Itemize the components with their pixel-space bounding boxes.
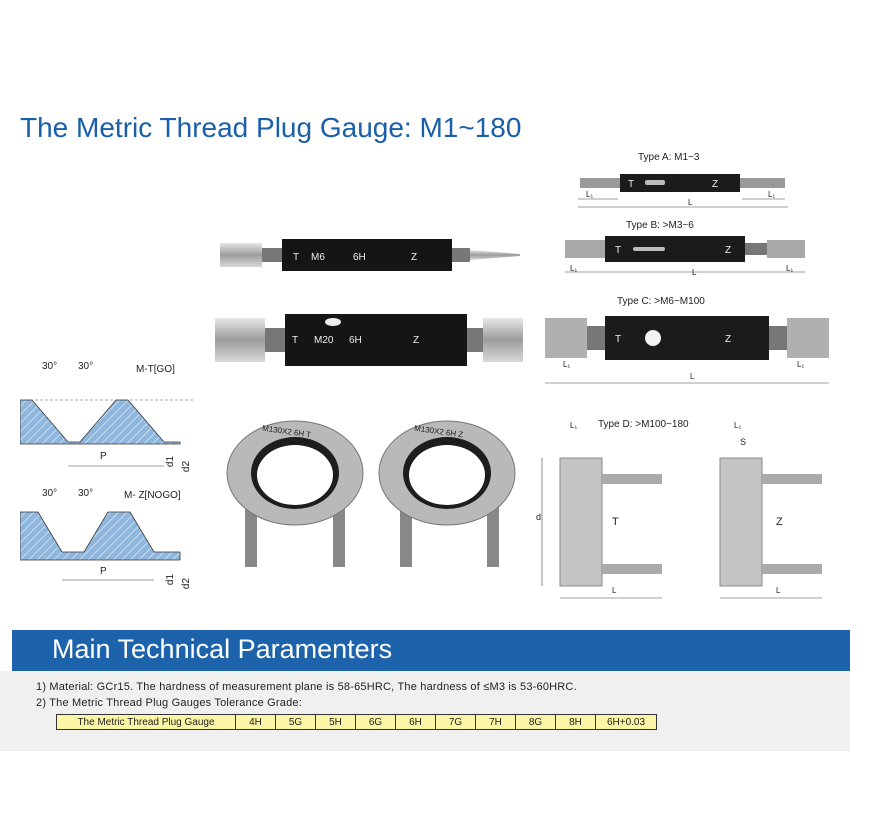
table-cell-grade: 6G (355, 714, 396, 730)
table-cell-grade: 5G (275, 714, 316, 730)
type-b-l1-left: L₁ (570, 264, 578, 273)
type-a-body (620, 174, 740, 192)
table-cell-grade: 6H (395, 714, 436, 730)
type-d-d: d (536, 512, 542, 522)
param-line-1: 1) Material: GCr15. The hardness of meas… (36, 681, 577, 693)
type-c-label: Type C: >M6~M100 (617, 296, 705, 307)
go-pitch: P (100, 451, 107, 462)
table-cell-grade: 5H (315, 714, 356, 730)
svg-text:T: T (615, 334, 621, 345)
m6-gauge-photo (220, 239, 520, 271)
go-angle-right: 30° (78, 361, 94, 372)
type-d-l1-right: L₁ (734, 421, 742, 430)
type-c-thread-right (787, 318, 829, 358)
nogo-pitch: P (100, 566, 107, 577)
table-cell-grade: 7G (435, 714, 476, 730)
svg-text:Z: Z (712, 179, 718, 190)
type-b-l1-right: L₁ (786, 264, 794, 273)
table-cell-grade: 8G (515, 714, 556, 730)
type-a-drawing: T Z (578, 174, 788, 208)
go-d2: d2 (181, 460, 193, 473)
type-c-l: L (690, 372, 695, 381)
type-d-l-left: L (612, 586, 617, 595)
go-label: M-T[GO] (136, 364, 175, 375)
tolerance-grade-table: The Metric Thread Plug Gauge 4H 5G 5H 6G… (56, 714, 657, 730)
type-c-drawing: T Z (545, 316, 829, 384)
table-cell-grade: 4H (235, 714, 276, 730)
go-thread-profile (20, 399, 195, 467)
type-b-thread-left (565, 240, 605, 258)
type-a-l1-right: L₁ (768, 190, 776, 199)
type-d-l1-left: L₁ (570, 421, 578, 430)
nogo-label: M- Z[NOGO] (124, 490, 181, 501)
type-b-thread-right (767, 240, 805, 258)
type-d-s: S (740, 437, 747, 447)
nogo-angle-left: 30° (42, 488, 58, 499)
m6-gauge-grade: 6H (353, 252, 366, 263)
params-panel (0, 671, 850, 751)
type-a-thread-left (580, 178, 620, 188)
m6-gauge-z: Z (411, 252, 418, 263)
m6-gauge-size: M6 (311, 252, 325, 263)
go-d1: d1 (165, 455, 177, 468)
type-c-l1-left: L₁ (563, 360, 571, 369)
type-d-drawing (541, 457, 822, 599)
type-a-thread-right (740, 178, 785, 188)
type-b-label: Type B: >M3~6 (626, 220, 694, 231)
table-row: The Metric Thread Plug Gauge 4H 5G 5H 6G… (56, 714, 657, 730)
svg-text:Z: Z (725, 245, 731, 256)
svg-text:Z: Z (725, 334, 731, 345)
type-d-label: Type D: >M100~180 (598, 419, 689, 430)
svg-text:T: T (628, 179, 634, 190)
m20-gauge-grade: 6H (349, 335, 362, 346)
param-line-2: 2) The Metric Thread Plug Gauges Toleran… (36, 697, 302, 709)
ring-gauges-photo (226, 420, 516, 567)
type-d-t: T (612, 516, 619, 528)
type-c-thread-left (545, 318, 587, 358)
section-heading: Main Technical Paramenters (52, 634, 393, 664)
m20-gauge-size: M20 (314, 335, 334, 346)
nogo-d1: d1 (165, 573, 177, 586)
type-d-l-right: L (776, 586, 781, 595)
table-cell-name: The Metric Thread Plug Gauge (56, 714, 236, 730)
type-a-label: Type A: M1~3 (638, 152, 700, 163)
m20-gauge-photo (215, 314, 523, 366)
nogo-d2: d2 (181, 577, 193, 590)
m20-gauge-t: T (292, 335, 299, 346)
type-b-body (605, 236, 745, 262)
type-c-l1-right: L₁ (797, 360, 805, 369)
m6-gauge-t: T (293, 252, 300, 263)
type-a-l1-left: L₁ (586, 190, 594, 199)
table-cell-grade: 6H+0.03 (595, 714, 657, 730)
type-a-l: L (688, 198, 693, 207)
type-c-body (605, 316, 769, 360)
table-cell-grade: 8H (555, 714, 596, 730)
type-b-l: L (692, 268, 697, 277)
nogo-thread-profile (20, 511, 181, 581)
type-b-drawing: T Z (565, 236, 805, 273)
type-d-z: Z (776, 516, 783, 528)
section-banner (12, 630, 850, 671)
m20-gauge-z: Z (413, 335, 420, 346)
go-angle-left: 30° (42, 361, 58, 372)
nogo-angle-right: 30° (78, 488, 94, 499)
page-title: The Metric Thread Plug Gauge: M1~180 (20, 112, 522, 143)
svg-text:T: T (615, 245, 621, 256)
table-cell-grade: 7H (475, 714, 516, 730)
